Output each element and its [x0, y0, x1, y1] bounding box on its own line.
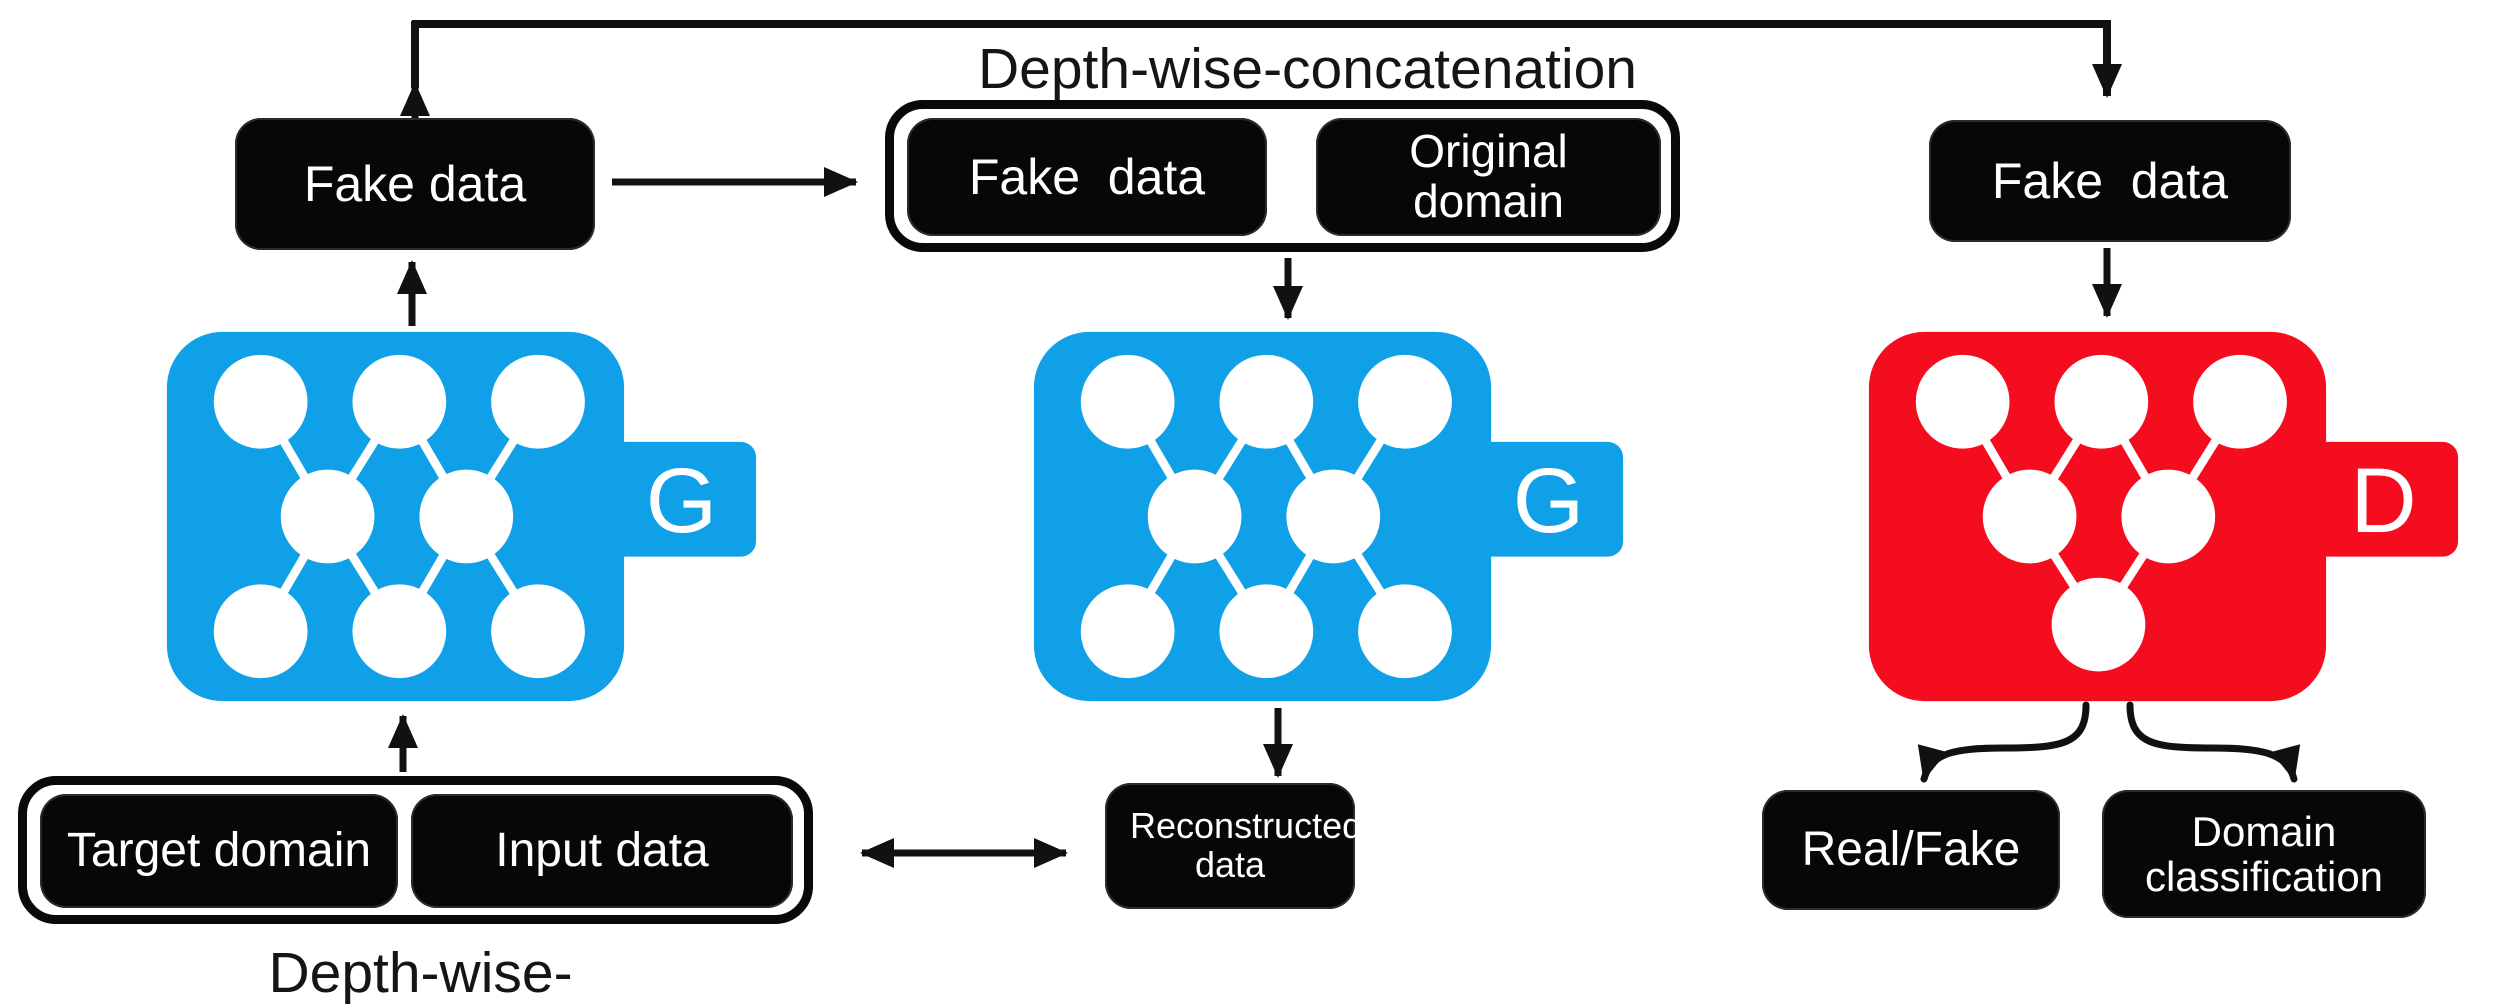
generator-middle-letter: G — [1513, 450, 1584, 552]
concat-container-bottom: Target domain Input data — [18, 776, 813, 924]
node-reconstructed-data: Reconstructed data — [1105, 783, 1373, 909]
node-real-fake: Real/Fake — [1762, 790, 2060, 910]
node-original-domain-label: Original domain — [1409, 125, 1581, 227]
arrow-disc-to-domclass — [2126, 701, 2301, 783]
node-real-fake-label: Real/Fake — [1801, 823, 2021, 877]
discriminator-tab — [2299, 441, 2459, 557]
node-domain-classification: Domain classification — [2102, 790, 2426, 918]
network-nodes — [213, 354, 585, 679]
generator-icon-left: G — [166, 331, 757, 702]
node-fake-data-right-label: Fake data — [1991, 153, 2229, 209]
node-fake-data-mid-label: Fake data — [968, 149, 1206, 205]
network-nodes — [1915, 354, 2287, 672]
network-nodes — [1080, 354, 1452, 679]
concat-container-top: Fake data Original domain — [885, 100, 1680, 252]
node-reconstructed-data-label: Reconstructed data — [1130, 805, 1373, 885]
generator-icon-middle: G — [1033, 331, 1624, 702]
caption-top-concatenation: Depth-wise-concatenation — [977, 37, 1638, 101]
caption-bottom-concatenation: Depth-wise-concatenation — [268, 941, 573, 1005]
discriminator-letter: D — [2350, 450, 2416, 552]
discriminator-icon: D — [1868, 331, 2459, 702]
node-fake-data-left: Fake data — [235, 118, 595, 250]
node-original-domain: Original domain — [1316, 118, 1661, 236]
node-domain-classification-label: Domain classification — [2144, 807, 2384, 900]
generator-left-letter: G — [646, 450, 717, 552]
node-target-domain: Target domain — [40, 794, 398, 908]
node-target-domain-label: Target domain — [66, 824, 372, 878]
node-fake-data-left-label: Fake data — [303, 156, 527, 212]
arrow-disc-to-realfake — [1917, 701, 2090, 783]
node-input-data: Input data — [411, 794, 793, 908]
generator-tab — [597, 441, 757, 557]
node-input-data-label: Input data — [495, 824, 709, 878]
node-fake-data-mid: Fake data — [907, 118, 1267, 236]
generator-tab — [1464, 441, 1624, 557]
node-fake-data-right: Fake data — [1929, 120, 2291, 242]
